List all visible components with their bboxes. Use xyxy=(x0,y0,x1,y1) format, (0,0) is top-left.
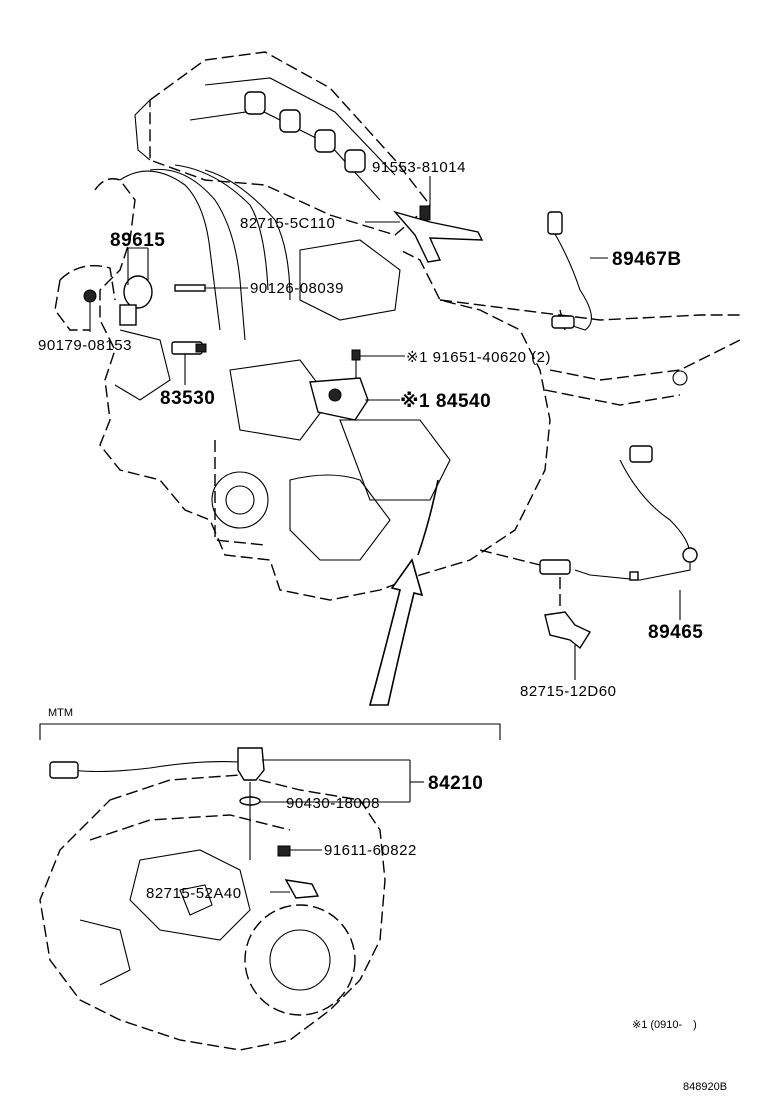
callout-84210: 84210 xyxy=(428,773,483,794)
callout-89615: 89615 xyxy=(110,230,165,251)
part-90126-stud-icon xyxy=(174,284,206,292)
section-bracket xyxy=(39,723,501,740)
part-84540-switch-icon xyxy=(309,377,369,421)
part-91553-bolt-icon xyxy=(419,205,431,221)
callout-89467b: 89467B xyxy=(612,249,682,270)
callout-91553-81014: 91553-81014 xyxy=(372,159,466,176)
leader-lines-lower xyxy=(249,759,424,893)
callout-90430-18008: 90430-18008 xyxy=(286,795,380,812)
leader-lines-upper xyxy=(89,176,681,680)
part-91651-bolt-icon xyxy=(351,349,361,380)
callout-83530: 83530 xyxy=(160,388,215,409)
section-label-mtm: MTM xyxy=(48,707,73,719)
callout-90179-08153: 90179-08153 xyxy=(38,337,132,354)
part-82715-5c110-bracket-icon xyxy=(392,210,484,263)
part-89615-sensor-icon xyxy=(83,275,153,326)
callout-82715-12d60: 82715-12D60 xyxy=(520,683,616,700)
callout-82715-5c110: 82715-5C110 xyxy=(240,215,335,232)
callout-90126-08039: 90126-08039 xyxy=(250,280,344,297)
callout-82715-52a40: 82715-52A40 xyxy=(146,885,242,902)
engine-illustration xyxy=(54,51,741,706)
part-91611-bolt-icon xyxy=(277,845,291,857)
part-82715-12d60-bracket-icon xyxy=(544,611,592,650)
callout-91611-60822: 91611-60822 xyxy=(324,842,417,859)
callout-91651-40620: ※1 91651-40620 (2) xyxy=(406,349,551,366)
callout-89465: 89465 xyxy=(648,622,703,643)
diagram-code: 848920B xyxy=(683,1081,727,1093)
footnote: ※1 (0910- ) xyxy=(632,1019,697,1031)
part-82715-52a40-bracket-icon xyxy=(284,879,320,899)
part-84210-sensor-icon xyxy=(49,747,265,781)
transmission-illustration xyxy=(39,774,386,1051)
part-89465-sensor-icon xyxy=(539,445,698,581)
part-89467b-sensor-icon xyxy=(547,211,592,331)
callout-84540: ※1 84540 xyxy=(400,391,491,412)
part-83530-oil-pressure-switch-icon xyxy=(171,341,207,355)
